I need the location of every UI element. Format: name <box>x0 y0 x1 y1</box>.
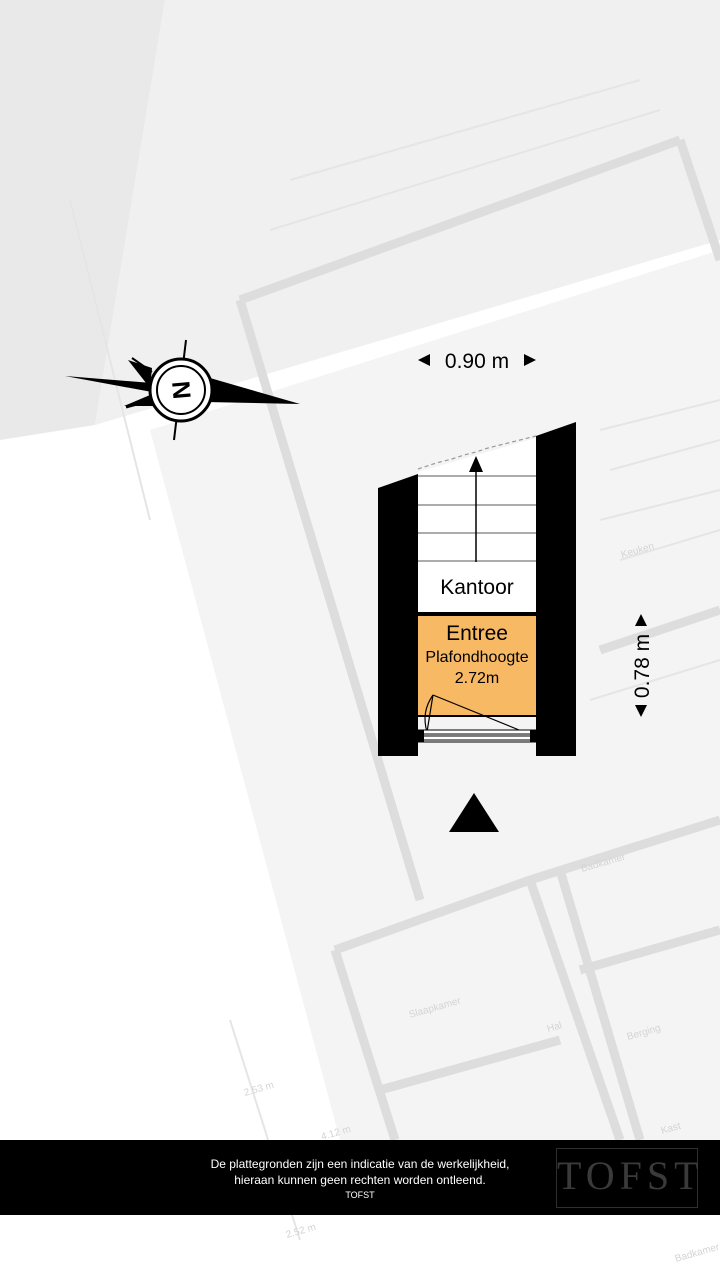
stair <box>418 475 536 562</box>
wall-left <box>378 474 418 756</box>
disclaimer-footer: De plattegronden zijn een indicatie van … <box>0 1140 720 1215</box>
disclaimer-line-2: hieraan kunnen geen rechten worden ontle… <box>234 1173 486 1187</box>
compass-needle-north <box>205 378 300 404</box>
entree-label: Entree <box>446 622 508 645</box>
stair-direction-arrow <box>469 456 483 472</box>
kantoor-label: Kantoor <box>440 576 514 599</box>
compass-needle-south <box>65 376 152 392</box>
tofst-logo: TOFST <box>556 1148 699 1208</box>
door-swing <box>424 694 525 733</box>
width-dimension: 0.90 m <box>418 350 536 373</box>
compass-label: N <box>167 380 196 400</box>
room-entree <box>418 614 536 716</box>
bg-label-badkamer-2: Badkamer <box>674 1242 720 1265</box>
ceiling-height-value: 2.72m <box>455 670 499 687</box>
wall-right <box>536 422 576 756</box>
bg-label-hal: Hal <box>546 1020 563 1035</box>
bg-dimension-3: 2.52 m <box>285 1222 317 1241</box>
disclaimer-brand: TOFST <box>345 1190 375 1200</box>
width-dimension-label: 0.90 m <box>445 350 509 373</box>
bg-label-kast: Kast <box>660 1121 682 1137</box>
room-plan <box>378 422 576 756</box>
depth-dimension: 0.78 m <box>631 614 654 717</box>
bg-dimension-1: 2.53 m <box>243 1080 275 1099</box>
room-kantoor <box>418 438 536 614</box>
depth-dimension-label: 0.78 m <box>631 634 654 698</box>
entrance-arrow-icon <box>449 793 499 832</box>
compass: N <box>65 339 300 441</box>
disclaimer-line-1: De plattegronden zijn een indicatie van … <box>210 1157 510 1171</box>
ceiling-height-label: Plafondhoogte <box>425 649 528 666</box>
